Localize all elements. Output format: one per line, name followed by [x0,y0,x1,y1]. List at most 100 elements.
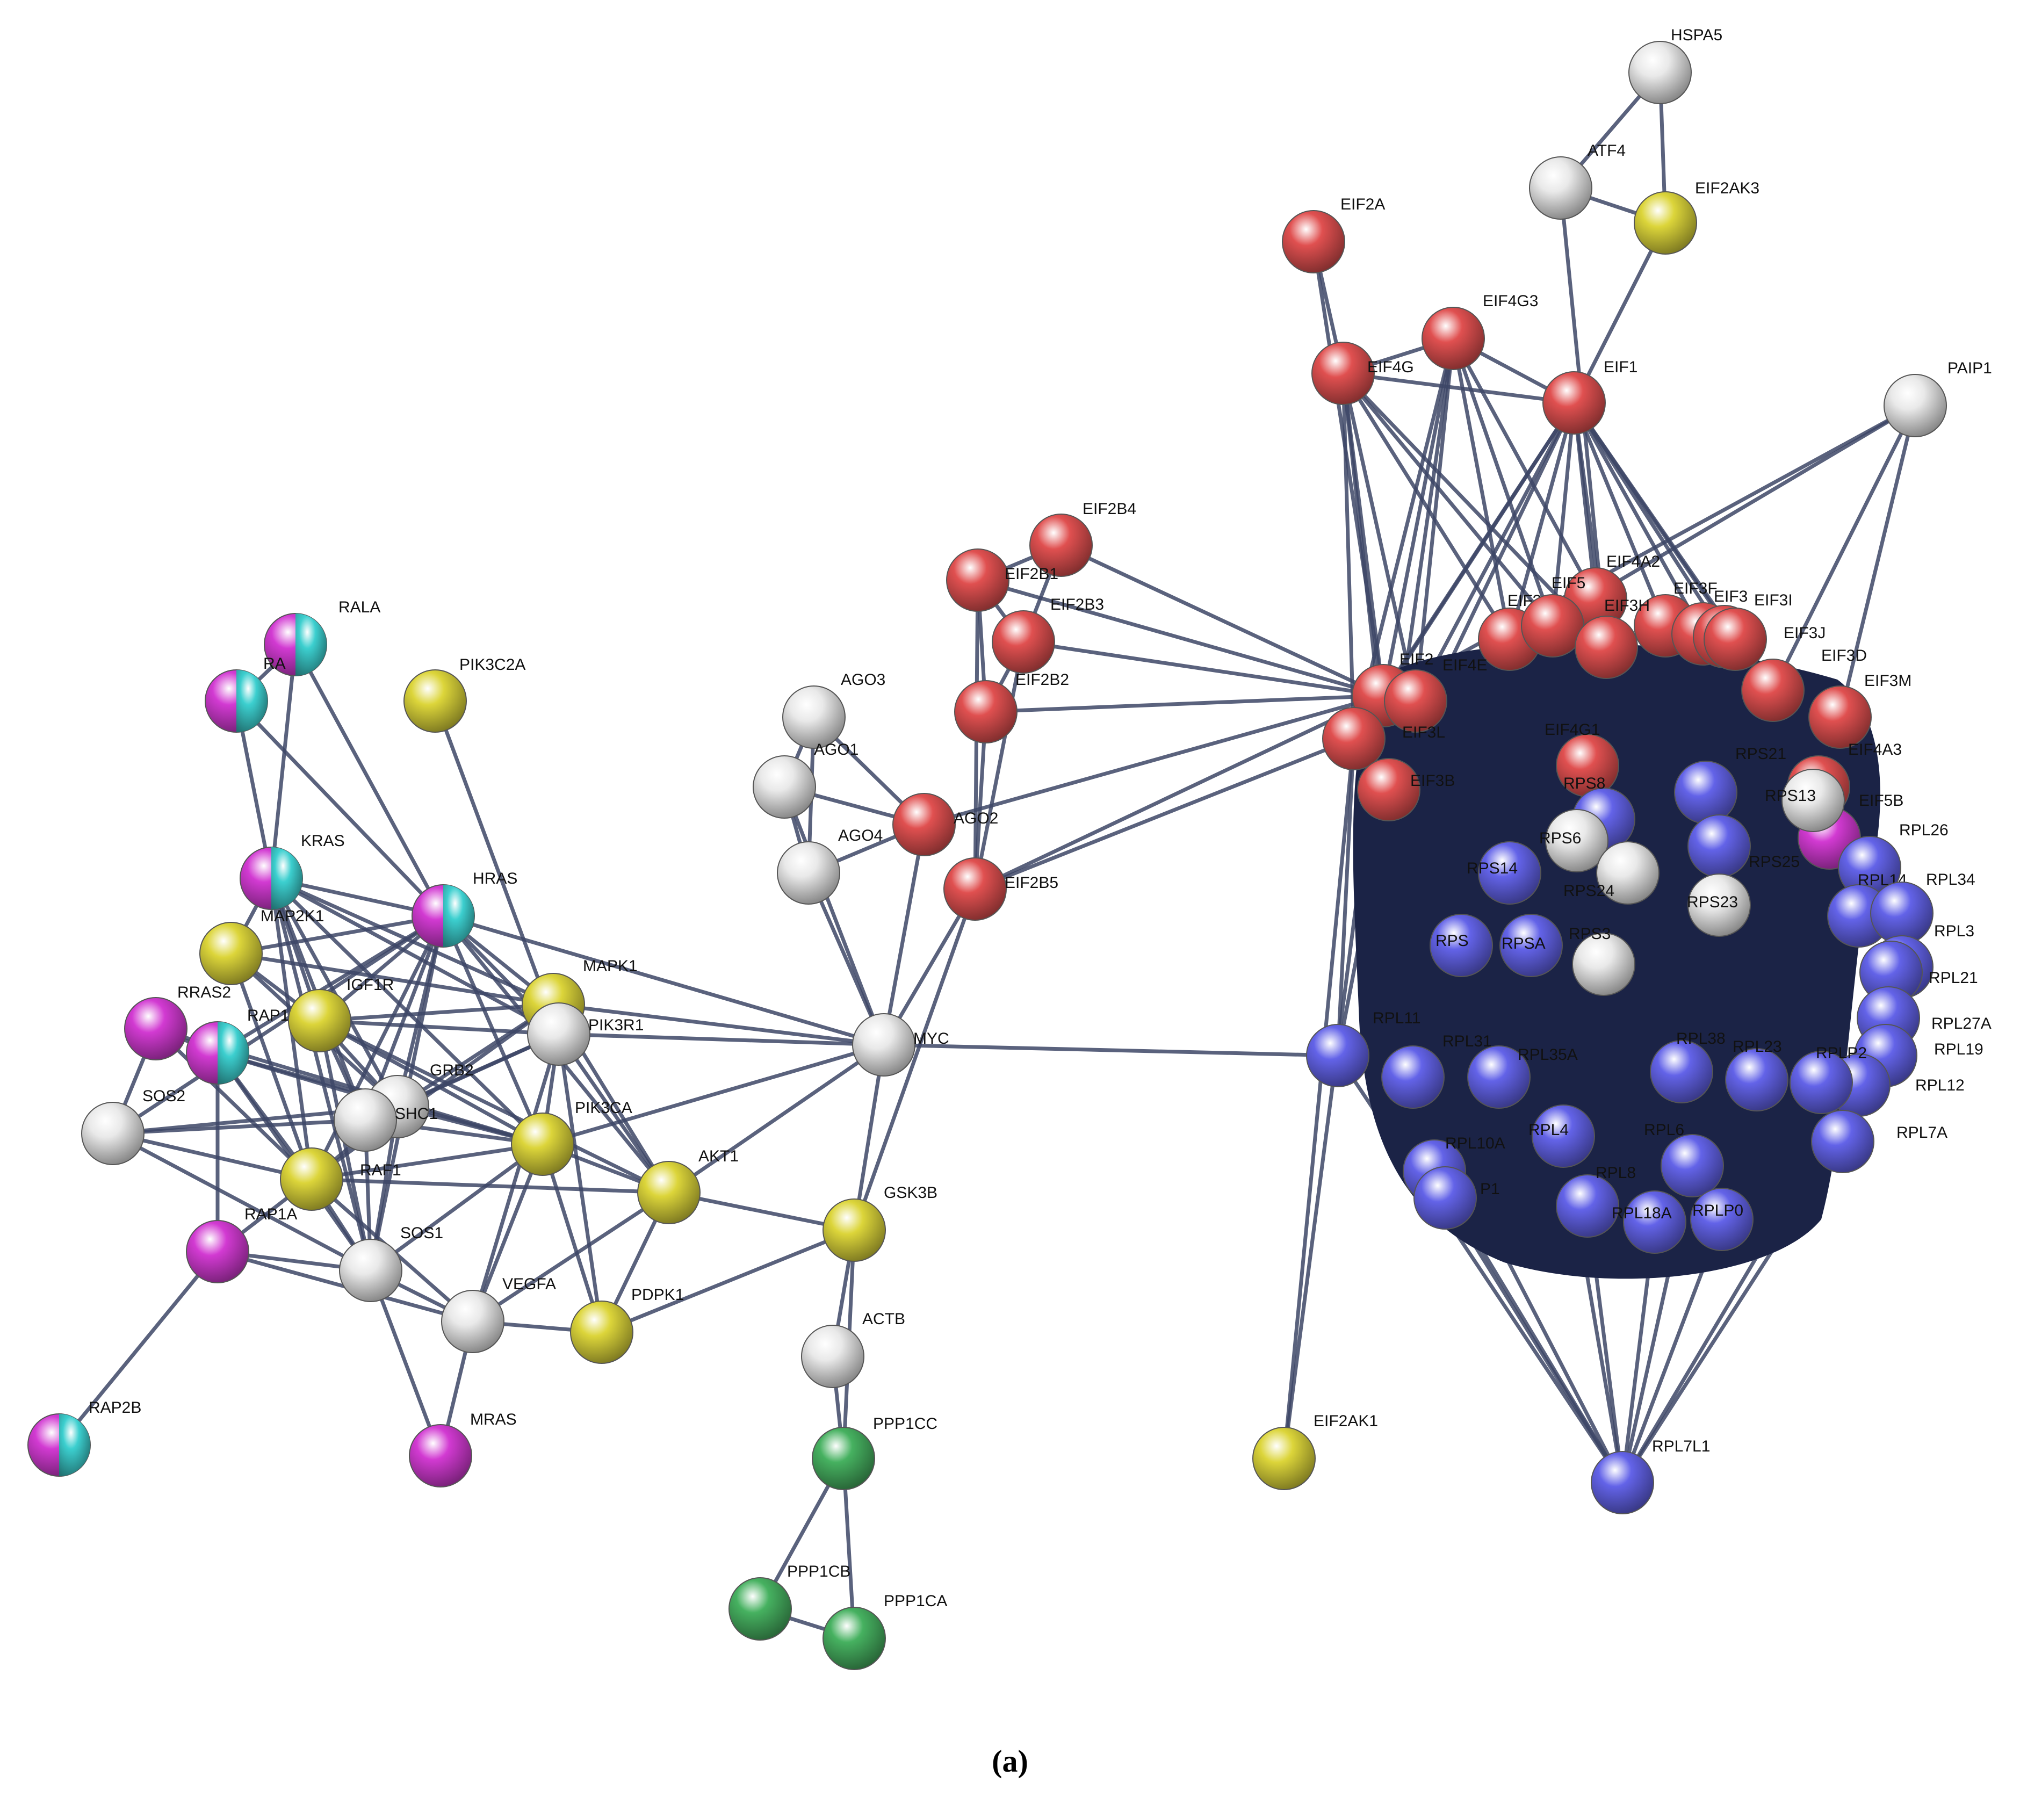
node-shc1[interactable]: SHC1 [334,1088,438,1152]
node-rpl7l1[interactable]: RPL7L1 [1591,1438,1710,1514]
node-sphere[interactable] [812,1427,875,1490]
node-sphere[interactable] [1628,41,1692,104]
node-rras2[interactable]: RRAS2 [124,984,231,1060]
node-sphere[interactable] [728,1577,792,1641]
node-sphere[interactable] [1870,882,1934,945]
node-sphere[interactable] [1422,307,1485,370]
node-hras[interactable]: HRAS [412,870,517,948]
node-eif4e[interactable]: EIF4E [1384,656,1487,733]
node-sphere[interactable] [892,793,956,856]
node-eif3b[interactable]: EIF3B [1357,758,1455,821]
node-ago1[interactable]: AGO1 [753,741,858,819]
node-rps25[interactable]: RPS25 [1687,814,1800,878]
node-rpl7a[interactable]: RPL7A [1811,1110,1947,1173]
node-vegfa[interactable]: VEGFA [441,1275,556,1353]
node-sphere[interactable] [1687,873,1751,937]
node-eif5[interactable]: EIF5 [1521,574,1585,658]
node-sphere[interactable] [1808,685,1872,749]
node-rala[interactable]: RALA [264,598,380,676]
node-sphere[interactable] [753,755,816,819]
node-sphere[interactable] [1781,769,1845,832]
node-rpl38[interactable]: RPL38 [1650,1030,1726,1103]
node-pik3r1[interactable]: PIK3R1 [527,1002,644,1066]
node-sphere[interactable] [280,1147,343,1211]
node-rpl21[interactable]: RPL21 [1859,941,1978,1004]
node-eif2b1[interactable]: EIF2B1 [946,548,1058,612]
node-sphere[interactable] [334,1088,397,1152]
node-rpl34[interactable]: RPL34 [1870,871,1975,945]
node-sphere[interactable] [1357,758,1420,821]
node-rpl6[interactable]: RPL6 [1644,1121,1724,1197]
node-sphere[interactable] [1704,608,1767,671]
node-myc[interactable]: MYC [852,1013,949,1077]
node-rps[interactable]: RPS [1430,914,1493,977]
node-sphere[interactable] [1690,1188,1754,1251]
node-sphere[interactable] [1282,210,1345,273]
node-sphere[interactable] [1478,841,1541,905]
node-ppp1cc[interactable]: PPP1CC [812,1415,937,1490]
node-map2k1[interactable]: MAP2K1 [199,907,324,985]
node-rpl26[interactable]: RPL26 [1838,821,1949,899]
node-ra[interactable]: RA [205,655,286,733]
node-sphere[interactable] [1322,707,1386,770]
node-sphere[interactable] [1413,1166,1477,1230]
node-sphere[interactable] [1029,514,1093,577]
node-sphere[interactable] [1306,1024,1369,1087]
node-rps14[interactable]: RPS14 [1467,841,1541,905]
node-sphere[interactable] [81,1102,145,1165]
node-sphere[interactable] [1572,933,1635,996]
node-sphere[interactable] [1790,1051,1853,1114]
node-sphere[interactable] [1725,1048,1788,1111]
node-eif2a[interactable]: EIF2A [1282,196,1385,273]
node-sphere[interactable] [801,1325,864,1388]
node-sphere[interactable] [946,548,1009,612]
node-p1[interactable]: P1 [1413,1166,1500,1230]
node-rpl18a[interactable]: RPL18A [1612,1190,1686,1254]
node-sphere[interactable] [1556,1174,1619,1238]
node-sos2[interactable]: SOS2 [81,1087,185,1165]
node-sphere[interactable] [441,1290,504,1353]
node-pik3ca[interactable]: PIK3CA [511,1099,632,1176]
node-ago2[interactable]: AGO2 [892,793,998,856]
node-sphere[interactable] [637,1161,701,1224]
node-sphere[interactable] [199,922,263,985]
node-sphere[interactable] [409,1424,472,1487]
node-sphere[interactable] [1529,156,1592,220]
node-eif3j[interactable]: EIF3J [1704,608,1826,671]
node-sphere[interactable] [1811,1110,1874,1173]
node-sphere[interactable] [124,997,187,1060]
node-sphere[interactable] [1661,1134,1724,1197]
node-eif2ak1[interactable]: EIF2AK1 [1252,1412,1378,1490]
node-rpl35a[interactable]: RPL35A [1467,1045,1578,1109]
node-sphere[interactable] [1521,594,1584,658]
node-sphere[interactable] [511,1113,574,1176]
node-sphere[interactable] [1884,374,1947,437]
node-rap2b[interactable]: RAP2B [27,1399,141,1477]
node-sphere[interactable] [777,841,840,905]
node-rplp0[interactable]: RPLP0 [1690,1188,1754,1251]
node-sphere[interactable] [1634,191,1697,255]
node-rap1a[interactable]: RAP1A [186,1205,297,1283]
node-eif1[interactable]: EIF1 [1542,358,1637,435]
node-rps24[interactable]: RPS24 [1563,841,1660,905]
node-sphere[interactable] [570,1301,633,1364]
node-eif2b2[interactable]: EIF2B2 [954,671,1069,743]
node-sphere[interactable] [1381,1045,1445,1109]
node-ago3[interactable]: AGO3 [782,671,885,749]
node-paip1[interactable]: PAIP1 [1884,359,1992,437]
node-igf1r[interactable]: IGF1R [288,976,394,1052]
node-sphere[interactable] [1532,1104,1595,1168]
node-eif4g3[interactable]: EIF4G3 [1422,292,1538,370]
node-sphere[interactable] [403,669,467,733]
node-sphere[interactable] [1674,761,1737,824]
node-rps13[interactable]: RPS13 [1765,769,1845,832]
node-actb[interactable]: ACTB [801,1310,905,1388]
node-eif2ak3[interactable]: EIF2AK3 [1634,179,1759,255]
node-sphere[interactable] [1687,814,1751,878]
node-sphere[interactable] [1596,841,1660,905]
node-sos1[interactable]: SOS1 [339,1224,443,1302]
node-hspa5[interactable]: HSPA5 [1628,26,1722,104]
node-sphere[interactable] [1542,371,1606,435]
node-sphere[interactable] [288,989,351,1052]
node-eif3m[interactable]: EIF3M [1808,672,1911,749]
